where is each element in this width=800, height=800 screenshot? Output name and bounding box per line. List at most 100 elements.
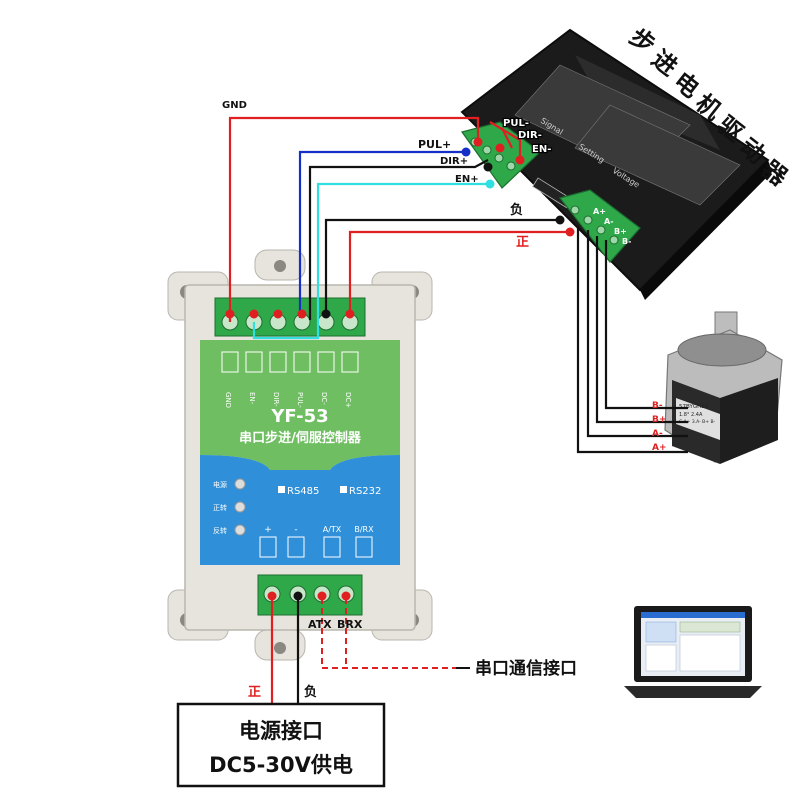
controller-top-screws <box>221 313 359 331</box>
controller-top-terminal-block <box>214 297 366 337</box>
panel-label-dir: DIR- <box>272 392 280 407</box>
driver-terminal-b-minus: B- <box>622 237 631 246</box>
screw-2 <box>482 145 492 155</box>
wire-dc-plus <box>348 230 570 318</box>
dot <box>473 137 483 147</box>
panel-box <box>269 351 287 373</box>
screw-5 <box>570 205 580 215</box>
panel-box <box>341 351 359 373</box>
bottom-label-plus: + <box>264 525 272 535</box>
panel-box <box>287 536 305 558</box>
motor-label-line-2: 1.8° 2.4A <box>679 412 703 418</box>
laptop-base <box>624 686 762 698</box>
dot <box>565 227 575 237</box>
power-box-frame <box>176 702 386 788</box>
dot <box>249 309 259 319</box>
wire-motor-b-minus <box>604 240 688 410</box>
panel-box <box>293 351 311 373</box>
dot <box>273 309 283 319</box>
label-driver-neg: 负 <box>510 202 523 218</box>
panel-box <box>221 351 239 373</box>
label-serial-interface: 串口通信接口 <box>475 658 577 679</box>
wire-motor-a-plus <box>576 226 688 454</box>
driver-terminal-a-minus: A- <box>604 217 614 226</box>
laptop-panel <box>679 621 741 633</box>
dot <box>321 309 331 319</box>
wire-signal-minus <box>489 121 522 160</box>
wire-motor-a-minus <box>586 230 688 438</box>
screw-8 <box>609 235 619 245</box>
label-pul-minus: PUL- <box>503 118 529 129</box>
wire-serial-atx <box>321 598 456 669</box>
dot <box>345 309 355 319</box>
led-forward <box>234 501 246 513</box>
rs485-checkbox[interactable] <box>278 486 285 493</box>
label-motor-a-minus: A- <box>652 429 663 439</box>
label-dir-minus: DIR- <box>518 130 542 141</box>
dot <box>461 147 471 157</box>
dot <box>267 591 277 601</box>
controller-blue-panel <box>200 455 400 565</box>
mount-hole <box>274 260 286 272</box>
controller-module: GND EN- DIR- PUL- DC- DC+ YF-53 串口步进/伺服控… <box>167 249 433 661</box>
dot <box>495 143 505 153</box>
bottom-label-minus: - <box>294 525 297 535</box>
dot <box>293 591 303 601</box>
wire-motor-b-plus <box>595 236 688 424</box>
panel-box <box>323 536 341 558</box>
wire-dir-plus <box>308 159 489 320</box>
dot <box>555 215 565 225</box>
led-reverse <box>234 524 246 536</box>
led-label-reverse: 反转 <box>213 526 227 535</box>
mode-rs485: RS485 <box>287 486 319 497</box>
stepper-driver: Signal Setting Voltage A+ A- B+ B- <box>460 28 772 300</box>
label-power-neg: 负 <box>304 684 317 700</box>
bottom-label-atx: A/TX <box>323 525 342 534</box>
laptop-window-titlebar <box>641 612 745 618</box>
dot <box>485 179 495 189</box>
panel-label-en: EN- <box>248 392 256 405</box>
laptop-panel <box>645 644 677 672</box>
motor-body-side <box>720 378 778 464</box>
driver-terminal-a-plus: A+ <box>593 207 606 216</box>
wires <box>228 116 688 704</box>
dot <box>225 309 235 319</box>
stepper-motor: 57BYGH56 1.8° 2.4A C.A+ 3.A- B+ B- <box>664 311 783 464</box>
driver-side <box>640 160 772 300</box>
panel-label-dcm: DC- <box>320 392 328 405</box>
panel-box <box>245 351 263 373</box>
dot <box>483 162 493 172</box>
wire-pul-plus <box>298 150 465 318</box>
label-en-plus: EN+ <box>455 174 479 185</box>
controller-model: YF-53 <box>270 406 328 427</box>
label-atx: ATX <box>308 618 332 631</box>
panel-label-dcp: DC+ <box>344 392 352 408</box>
label-pul-plus: PUL+ <box>418 138 451 151</box>
laptop-panel <box>645 621 677 643</box>
motor-boss <box>677 333 767 367</box>
wire-gnd <box>228 116 480 322</box>
label-motor-b-plus: B+ <box>652 415 666 425</box>
dot <box>341 591 351 601</box>
dot <box>515 155 525 165</box>
wire-en-plus <box>252 182 490 340</box>
led-label-power: 电源 <box>213 480 227 489</box>
laptop <box>624 606 762 698</box>
led-label-forward: 正转 <box>213 503 227 512</box>
panel-label-pul: PUL- <box>296 392 304 408</box>
label-gnd: GND <box>222 100 247 111</box>
label-motor-a-plus: A+ <box>652 443 667 453</box>
panel-box <box>317 351 335 373</box>
motor-label-line-3: C.A+ 3.A- B+ B- <box>679 419 716 425</box>
panel-box <box>355 536 373 558</box>
wire-dots <box>225 137 575 601</box>
controller-terminal-label-boxes <box>221 351 359 373</box>
mode-rs232: RS232 <box>349 486 381 497</box>
driver-spec-table-2 <box>574 104 741 206</box>
controller-name: 串口步进/伺服控制器 <box>239 430 362 446</box>
power-interface-box: 电源接口 DC5-30V供电 <box>176 702 386 788</box>
rs232-checkbox[interactable] <box>340 486 347 493</box>
wire-signal-minus-2 <box>501 127 513 149</box>
